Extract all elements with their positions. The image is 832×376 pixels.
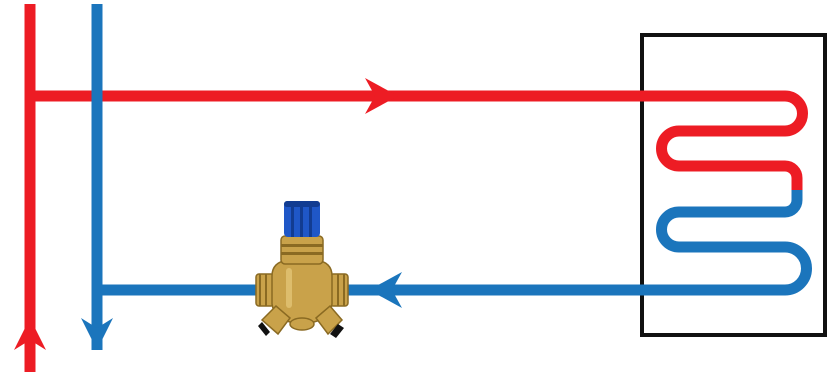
coil-supply-section: [656, 90, 808, 190]
valve-bottom-right-fitting: [314, 304, 344, 336]
return-line: [91, 4, 785, 350]
valve-bonnet: [280, 235, 324, 265]
coil-return-section: [656, 190, 812, 296]
supply-riser-arrow-icon: [14, 318, 46, 350]
valve-bottom-left-fitting: [260, 304, 292, 336]
balancing-valve-icon: [255, 201, 349, 338]
supply-line: [24, 4, 785, 372]
heat-exchanger-enclosure: [640, 33, 827, 337]
return-riser-arrow-icon: [81, 318, 113, 350]
supply-branch-arrow-icon: [365, 78, 398, 114]
valve-bottom-port: [289, 317, 315, 331]
return-branch-arrow-icon: [369, 272, 402, 308]
